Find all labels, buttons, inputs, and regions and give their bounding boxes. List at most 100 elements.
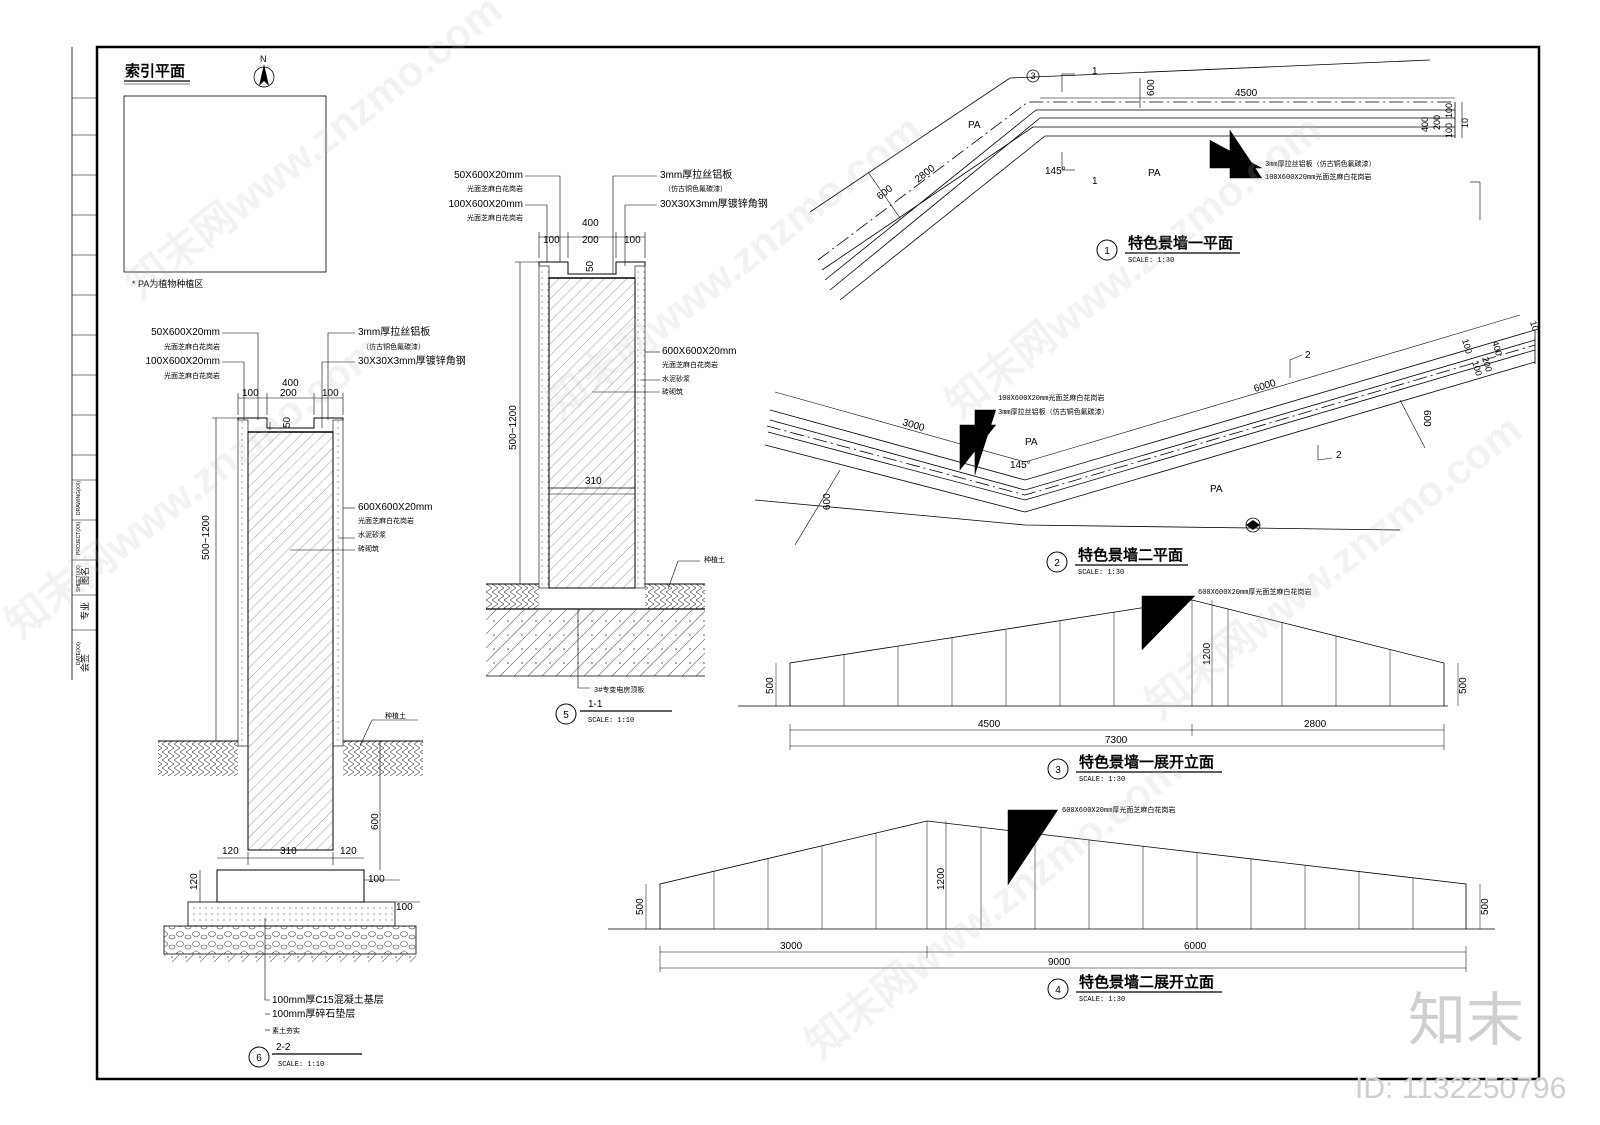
plan1-dim-200: 200 <box>1432 115 1442 130</box>
title-block-v1: DRAWING(XX) <box>76 481 82 515</box>
sec6-dim-100d: 100 <box>396 902 413 913</box>
sec5-note-4: 光面芝麻白花岗岩 <box>467 213 523 223</box>
title-block: 专业 图名 会签 DRAWING(XX) PROJECT(XX) SHEET(X… <box>72 97 97 672</box>
sec6-note-3: 100X600X20mm <box>146 356 221 367</box>
sec5-dim-100a: 100 <box>543 235 560 246</box>
plan2-angle: 145° <box>1010 460 1031 471</box>
elev3-title: 特色景墙一展开立面 <box>1079 753 1214 771</box>
sec6-circle: 6 <box>256 1053 262 1064</box>
plan2-dim-200: 200 <box>1480 356 1494 373</box>
plan1-pa-inner: PA <box>1148 168 1161 179</box>
sec6-dim-50: 50 <box>282 416 293 428</box>
sec6-dim-120b: 120 <box>340 846 357 857</box>
plan1-circle: 1 <box>1104 246 1110 257</box>
sec6-note-9: 光面芝麻白花岗岩 <box>358 516 414 526</box>
elev3-dim-500a: 500 <box>765 677 776 694</box>
sec5-note-10: 水泥砂浆 <box>662 374 690 384</box>
plan2-dim-400: 400 <box>1490 340 1504 357</box>
elev3-dim-500b: 500 <box>1458 677 1469 694</box>
plan2-circle: 2 <box>1054 558 1060 569</box>
plan2-dim-3000: 3000 <box>901 417 926 434</box>
sec6-note-1: 50X600X20mm <box>151 327 220 338</box>
elev4-dim-3000: 3000 <box>780 941 803 952</box>
sec6-dim-height: 500~1200 <box>201 515 212 560</box>
sec5-note-2: 光面芝麻白花岗岩 <box>467 184 523 194</box>
plan1-cut-bottom: 1 <box>1092 176 1098 187</box>
elev4-scale: SCALE: 1:30 <box>1079 996 1125 1004</box>
sec5-note-13: 3#专变电房顶板 <box>594 685 644 695</box>
sec6-dim-120c: 120 <box>189 873 200 890</box>
elev4-dim-6000: 6000 <box>1184 941 1207 952</box>
title-block-cell-3: 会签 <box>79 654 90 672</box>
wall-plan-2: 4 2 2 3000 6000 600 600 100 200 100 400 … <box>754 314 1541 577</box>
section-2-2: 500~1200 400 100 200 100 50 600 120 310 … <box>146 325 466 1069</box>
elevation-2: 3000 6000 9000 500 1200 500 600X600X20mm… <box>608 805 1495 1004</box>
sec5-note-12: 种植土 <box>704 555 725 565</box>
sec5-note-3: 100X600X20mm <box>449 199 524 210</box>
index-plan-title: 索引平面 <box>125 62 185 80</box>
sec6-note-11: 砖砌筑 <box>358 544 379 554</box>
plan2-dim-600a: 600 <box>822 493 833 510</box>
sec5-dim-100b: 100 <box>624 235 641 246</box>
index-plan: 索引平面 N * PA为植物种植区 <box>123 54 327 289</box>
plan2-dim-600b: 600 <box>1421 410 1432 427</box>
sec5-note-7: 30X30X3mm厚镀锌角钢 <box>660 197 768 210</box>
elev3-note: 600X600X20mm厚光面芝麻白花岗岩 <box>1198 587 1311 597</box>
sec6-dim-310: 310 <box>280 846 297 857</box>
sec5-dim-height: 500~1200 <box>508 405 519 450</box>
sec6-note-8: 600X600X20mm <box>358 502 433 513</box>
plan1-dim-100a: 100 <box>1444 123 1454 138</box>
sec6-dim-100c: 100 <box>368 874 385 885</box>
sec6-dim-100a: 100 <box>242 388 259 399</box>
plan2-title: 特色景墙二平面 <box>1078 546 1183 564</box>
elev4-dim-1200: 1200 <box>936 867 947 890</box>
plan2-cut-top: 2 <box>1305 350 1311 361</box>
sec6-note-13: 100mm厚C15混凝土基层 <box>272 993 384 1006</box>
plan1-dim-10: 10 <box>1460 118 1470 128</box>
plan2-pa-outer: PA <box>1210 484 1223 495</box>
elev3-dim-1200: 1200 <box>1202 642 1213 665</box>
plan1-cut-top: 1 <box>1092 66 1098 77</box>
sec5-title: 1-1 <box>588 699 603 710</box>
north-arrow-icon: N <box>253 54 275 88</box>
sec5-dim-400: 400 <box>582 218 599 229</box>
sec6-title: 2-2 <box>276 1042 291 1053</box>
plan1-dim-600a: 600 <box>1146 79 1157 96</box>
plan1-pa-outer: PA <box>968 120 981 131</box>
title-block-v3: SHEET(XX) <box>76 565 82 592</box>
sec6-note-15: 素土夯实 <box>272 1026 300 1036</box>
title-block-v2: PROJECT(XX) <box>76 521 82 555</box>
sec5-note-5: 3mm厚拉丝铝板 <box>660 168 732 181</box>
sec6-note-7: 30X30X3mm厚镀锌角钢 <box>358 354 466 367</box>
plan1-dim-4500: 4500 <box>1235 88 1258 99</box>
sec6-dim-200: 200 <box>280 388 297 399</box>
plan1-dim-400: 400 <box>1420 117 1430 132</box>
elev4-circle: 4 <box>1055 985 1061 996</box>
index-plan-note: * PA为植物种植区 <box>132 278 203 289</box>
plan2-dim-6000: 6000 <box>1253 378 1278 395</box>
plan1-index-mark: 3 <box>1030 71 1035 81</box>
elev3-dim-2800: 2800 <box>1304 719 1327 730</box>
elev4-dim-500a: 500 <box>635 898 646 915</box>
plan1-dim-100b: 100 <box>1444 103 1454 118</box>
sec5-dim-200: 200 <box>582 235 599 246</box>
elev4-dim-9000: 9000 <box>1048 957 1071 968</box>
sec6-dim-600: 600 <box>370 813 381 830</box>
plan1-note-2: 100X600X20mm光面芝麻白花岗岩 <box>1265 172 1371 182</box>
watermark-brand: 知末 <box>1408 986 1524 1054</box>
plan1-title: 特色景墙一平面 <box>1128 234 1233 252</box>
sec5-note-11: 砖砌筑 <box>662 387 683 397</box>
sec6-note-10: 水泥砂浆 <box>358 530 386 540</box>
sec6-dim-400: 400 <box>282 378 299 389</box>
plan2-note-1: 100X600X20mm光面芝麻白花岗岩 <box>998 393 1104 403</box>
plan2-pa-inner: PA <box>1025 437 1038 448</box>
elev4-note: 600X600X20mm厚光面芝麻白花岗岩 <box>1062 805 1175 815</box>
plan2-scale: SCALE: 1:30 <box>1078 569 1124 577</box>
plan2-note-2: 3mm厚拉丝铝板（仿古铜色氟碳漆） <box>998 407 1109 417</box>
watermark-text-5: 知末网www.znzmo.com <box>797 745 1191 1067</box>
sec6-note-2: 光面芝麻白花岗岩 <box>164 342 220 352</box>
sec6-dim-100b: 100 <box>322 388 339 399</box>
sec6-note-5: 3mm厚拉丝铝板 <box>358 325 430 338</box>
plan2-dim-100b: 100 <box>1460 338 1474 355</box>
